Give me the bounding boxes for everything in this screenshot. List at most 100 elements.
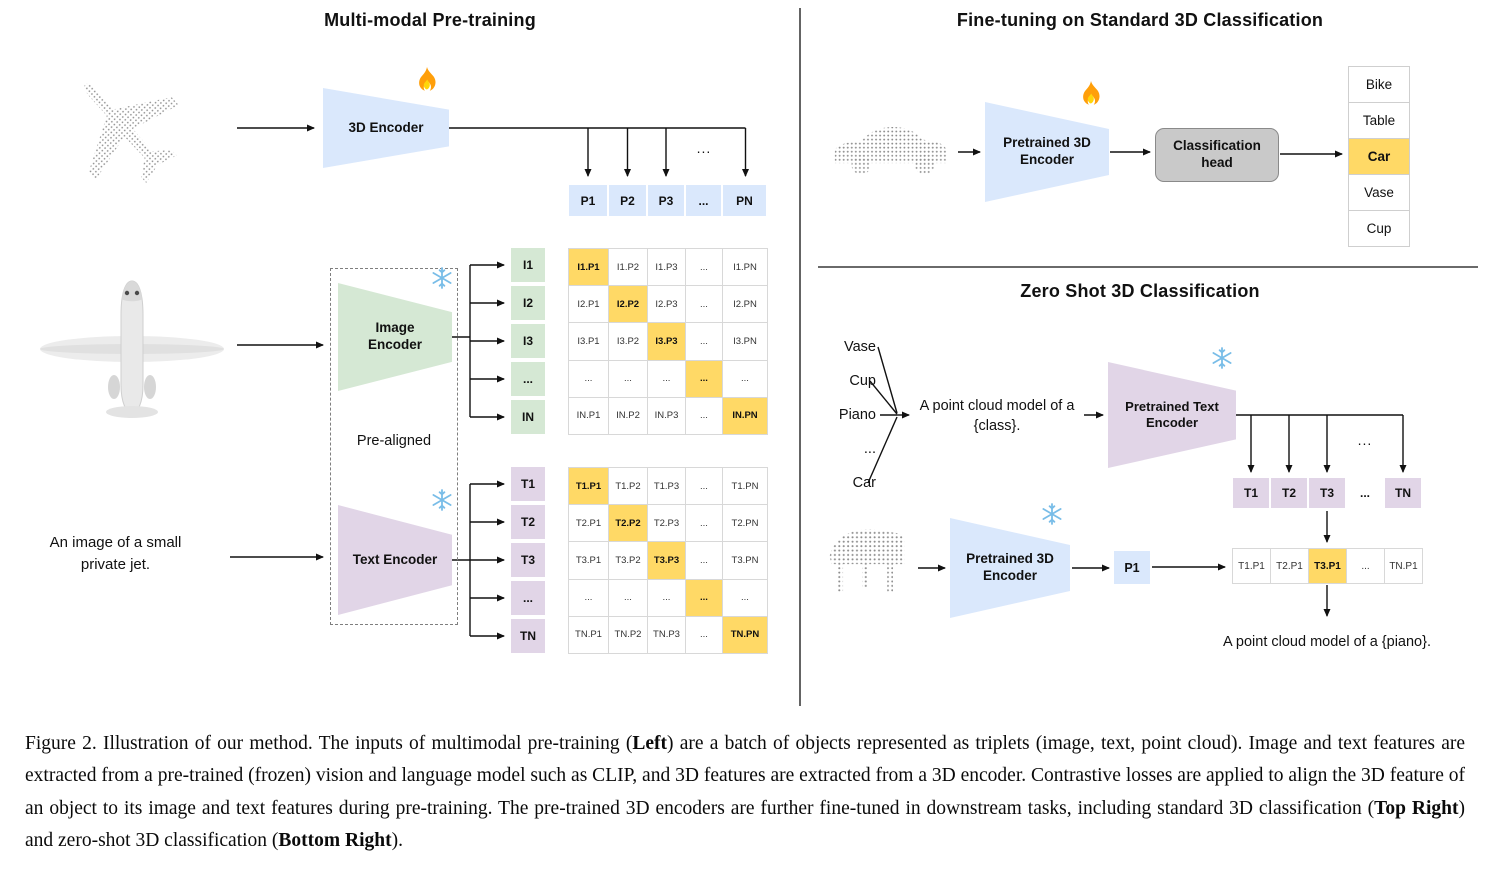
text-feature-cell: TN bbox=[511, 619, 545, 653]
matrix-cell: ... bbox=[686, 579, 723, 617]
car-pointcloud-image bbox=[834, 127, 948, 175]
matrix-cell: T1.P1 bbox=[569, 468, 609, 506]
text-feature-cell: T1 bbox=[511, 467, 545, 501]
matrix-cell: ... bbox=[569, 579, 609, 617]
p-feature-cell: P2 bbox=[608, 184, 647, 217]
pretrained-3d-encoder-label: Pretrained 3D Encoder bbox=[1003, 135, 1091, 167]
figure-caption: Figure 2. Illustration of our method. Th… bbox=[25, 728, 1465, 857]
connector-arrows bbox=[230, 8, 1478, 706]
caption-bold-text: Bottom Right bbox=[278, 830, 392, 852]
matrix-cell: I1.P2 bbox=[609, 249, 648, 287]
matrix-cell: ... bbox=[686, 468, 723, 506]
matrix-cell: T3.PN bbox=[723, 542, 768, 580]
text-feature-cell: T3 bbox=[1308, 477, 1346, 509]
p1-feature-cell: P1 bbox=[1114, 551, 1150, 584]
text-feature-cell: T1 bbox=[1232, 477, 1270, 509]
pretrained-text-encoder-label: Pretrained Text Encoder bbox=[1125, 398, 1219, 430]
class-cell: Vase bbox=[1349, 175, 1409, 211]
matrix-cell: T2.P2 bbox=[609, 505, 648, 543]
matrix-cell: TN.P2 bbox=[609, 616, 648, 654]
text-feature-cell: ... bbox=[1359, 486, 1370, 500]
matrix-cell: I3.P2 bbox=[609, 323, 648, 361]
text-feature-cell: TN bbox=[1384, 477, 1422, 509]
similarity-cell: T1.P1 bbox=[1233, 549, 1271, 584]
matrix-cell: ... bbox=[569, 360, 609, 398]
p-feature-cell: PN bbox=[722, 184, 767, 217]
class-word: ... bbox=[863, 441, 876, 457]
matrix-cell: T3.P1 bbox=[569, 542, 609, 580]
fire-icon bbox=[1083, 81, 1100, 105]
matrix-cell: T1.P3 bbox=[648, 468, 686, 506]
piano-pointcloud-image bbox=[829, 529, 905, 593]
matrix-cell: ... bbox=[686, 616, 723, 654]
class-word: Cup bbox=[849, 373, 876, 389]
caption-bold-text: Left bbox=[632, 733, 667, 754]
snowflake-icon bbox=[1212, 347, 1232, 369]
matrix-cell: T1.P2 bbox=[609, 468, 648, 506]
class-cell: Cup bbox=[1349, 211, 1409, 247]
matrix-cell: TN.PN bbox=[723, 616, 768, 654]
matrix-cell: T2.PN bbox=[723, 505, 768, 543]
image-feature-cell: I3 bbox=[511, 324, 545, 358]
pre-aligned-label: Pre-aligned bbox=[356, 433, 432, 449]
matrix-cell: I1.P1 bbox=[569, 249, 609, 287]
zs-output-text: A point cloud model of a {piano}. bbox=[1223, 634, 1431, 650]
matrix-cell: I2.P1 bbox=[569, 286, 609, 324]
matrix-cell: IN.P1 bbox=[569, 397, 609, 435]
matrix-cell: I3.P1 bbox=[569, 323, 609, 361]
text-encoder-label: Text Encoder bbox=[352, 551, 438, 567]
class-word: Piano bbox=[838, 407, 876, 423]
class-cell: Car bbox=[1349, 139, 1409, 175]
jet-image bbox=[40, 280, 224, 418]
similarity-cell: T2.P1 bbox=[1271, 549, 1309, 584]
classification-head-block: Classification head bbox=[1155, 128, 1279, 182]
image-feature-cell: I2 bbox=[511, 286, 545, 320]
matrix-cell: I2.P3 bbox=[648, 286, 686, 324]
class-cell: Table bbox=[1349, 103, 1409, 139]
matrix-cell: TN.P1 bbox=[569, 616, 609, 654]
zs-prompt-text: A point cloud model of a {class}. bbox=[919, 398, 1075, 435]
snowflake-icon bbox=[1042, 503, 1062, 525]
image-feature-cell: IN bbox=[511, 400, 545, 434]
left-panel-title: Multi-modal Pre-training bbox=[324, 10, 536, 30]
matrix-cell: ... bbox=[686, 323, 723, 361]
image-encoder-label: Image Encoder bbox=[367, 320, 422, 352]
matrix-cell: ... bbox=[609, 360, 648, 398]
classification-head-label: Classification head bbox=[1173, 138, 1261, 170]
matrix-cell: ... bbox=[648, 579, 686, 617]
similarity-cell: ... bbox=[1347, 549, 1385, 584]
caption-text: ) and zero-shot 3D classification ( bbox=[25, 797, 1465, 852]
snowflake-icon bbox=[432, 489, 452, 511]
class-word: Car bbox=[852, 475, 876, 491]
class-word: Vase bbox=[844, 339, 876, 355]
matrix-cell: TN.P3 bbox=[648, 616, 686, 654]
top-right-panel-title: Fine-tuning on Standard 3D Classificatio… bbox=[956, 10, 1324, 30]
fan-ellipsis: ... bbox=[696, 140, 712, 156]
figure-2-diagram: Multi-modal Pre-training 3D Encoder ... … bbox=[40, 8, 1478, 706]
text-feature-cell: T2 bbox=[511, 505, 545, 539]
caption-text: ). bbox=[391, 830, 403, 852]
similarity-cell: T3.P1 bbox=[1309, 549, 1347, 584]
fan-ellipsis: ... bbox=[1357, 432, 1373, 448]
caption-bold-text: Top Right bbox=[1374, 797, 1459, 819]
matrix-cell: ... bbox=[723, 579, 768, 617]
image-feature-cell: ... bbox=[511, 362, 545, 396]
matrix-cell: I3.P3 bbox=[648, 323, 686, 361]
matrix-cell: ... bbox=[648, 360, 686, 398]
matrix-cell: ... bbox=[686, 360, 723, 398]
caption-text: ) are a batch of objects represented as … bbox=[25, 733, 1465, 819]
text-feature-cell: ... bbox=[511, 581, 545, 615]
matrix-cell: IN.PN bbox=[723, 397, 768, 435]
text-feature-cell: T3 bbox=[511, 543, 545, 577]
matrix-cell: T2.P1 bbox=[569, 505, 609, 543]
matrix-cell: ... bbox=[686, 286, 723, 324]
airplane-pointcloud-image bbox=[84, 83, 179, 183]
